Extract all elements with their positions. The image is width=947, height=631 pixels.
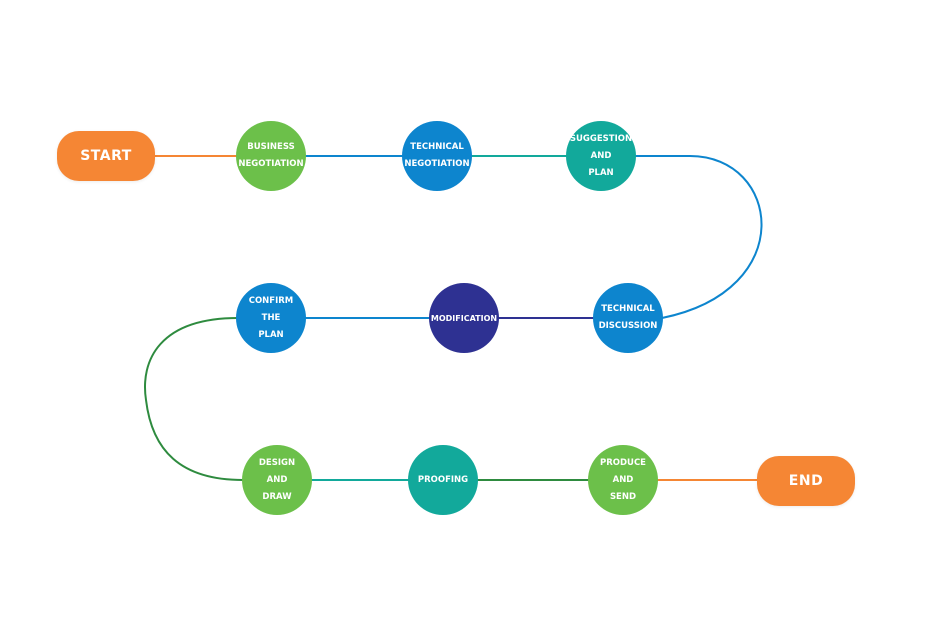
step-business-negotiation: BUSINESS NEGOTIATION xyxy=(236,121,306,191)
connector-confirm-to-design xyxy=(144,317,244,481)
step-technical-negotiation: TECHNICAL NEGOTIATION xyxy=(402,121,472,191)
connector-suggestion-to-technical-discussion xyxy=(635,155,763,319)
end-terminal: END xyxy=(757,456,855,506)
step-confirm-the-plan: CONFIRM THE PLAN xyxy=(236,283,306,353)
step-design-and-draw: DESIGN AND DRAW xyxy=(242,445,312,515)
start-terminal: START xyxy=(57,131,155,181)
step-suggestion-and-plan: SUGGESTION AND PLAN xyxy=(566,121,636,191)
step-technical-discussion: TECHNICAL DISCUSSION xyxy=(593,283,663,353)
step-modification: MODIFICATION xyxy=(429,283,499,353)
step-produce-and-send: PRODUCE AND SEND xyxy=(588,445,658,515)
step-proofing: PROOFING xyxy=(408,445,478,515)
